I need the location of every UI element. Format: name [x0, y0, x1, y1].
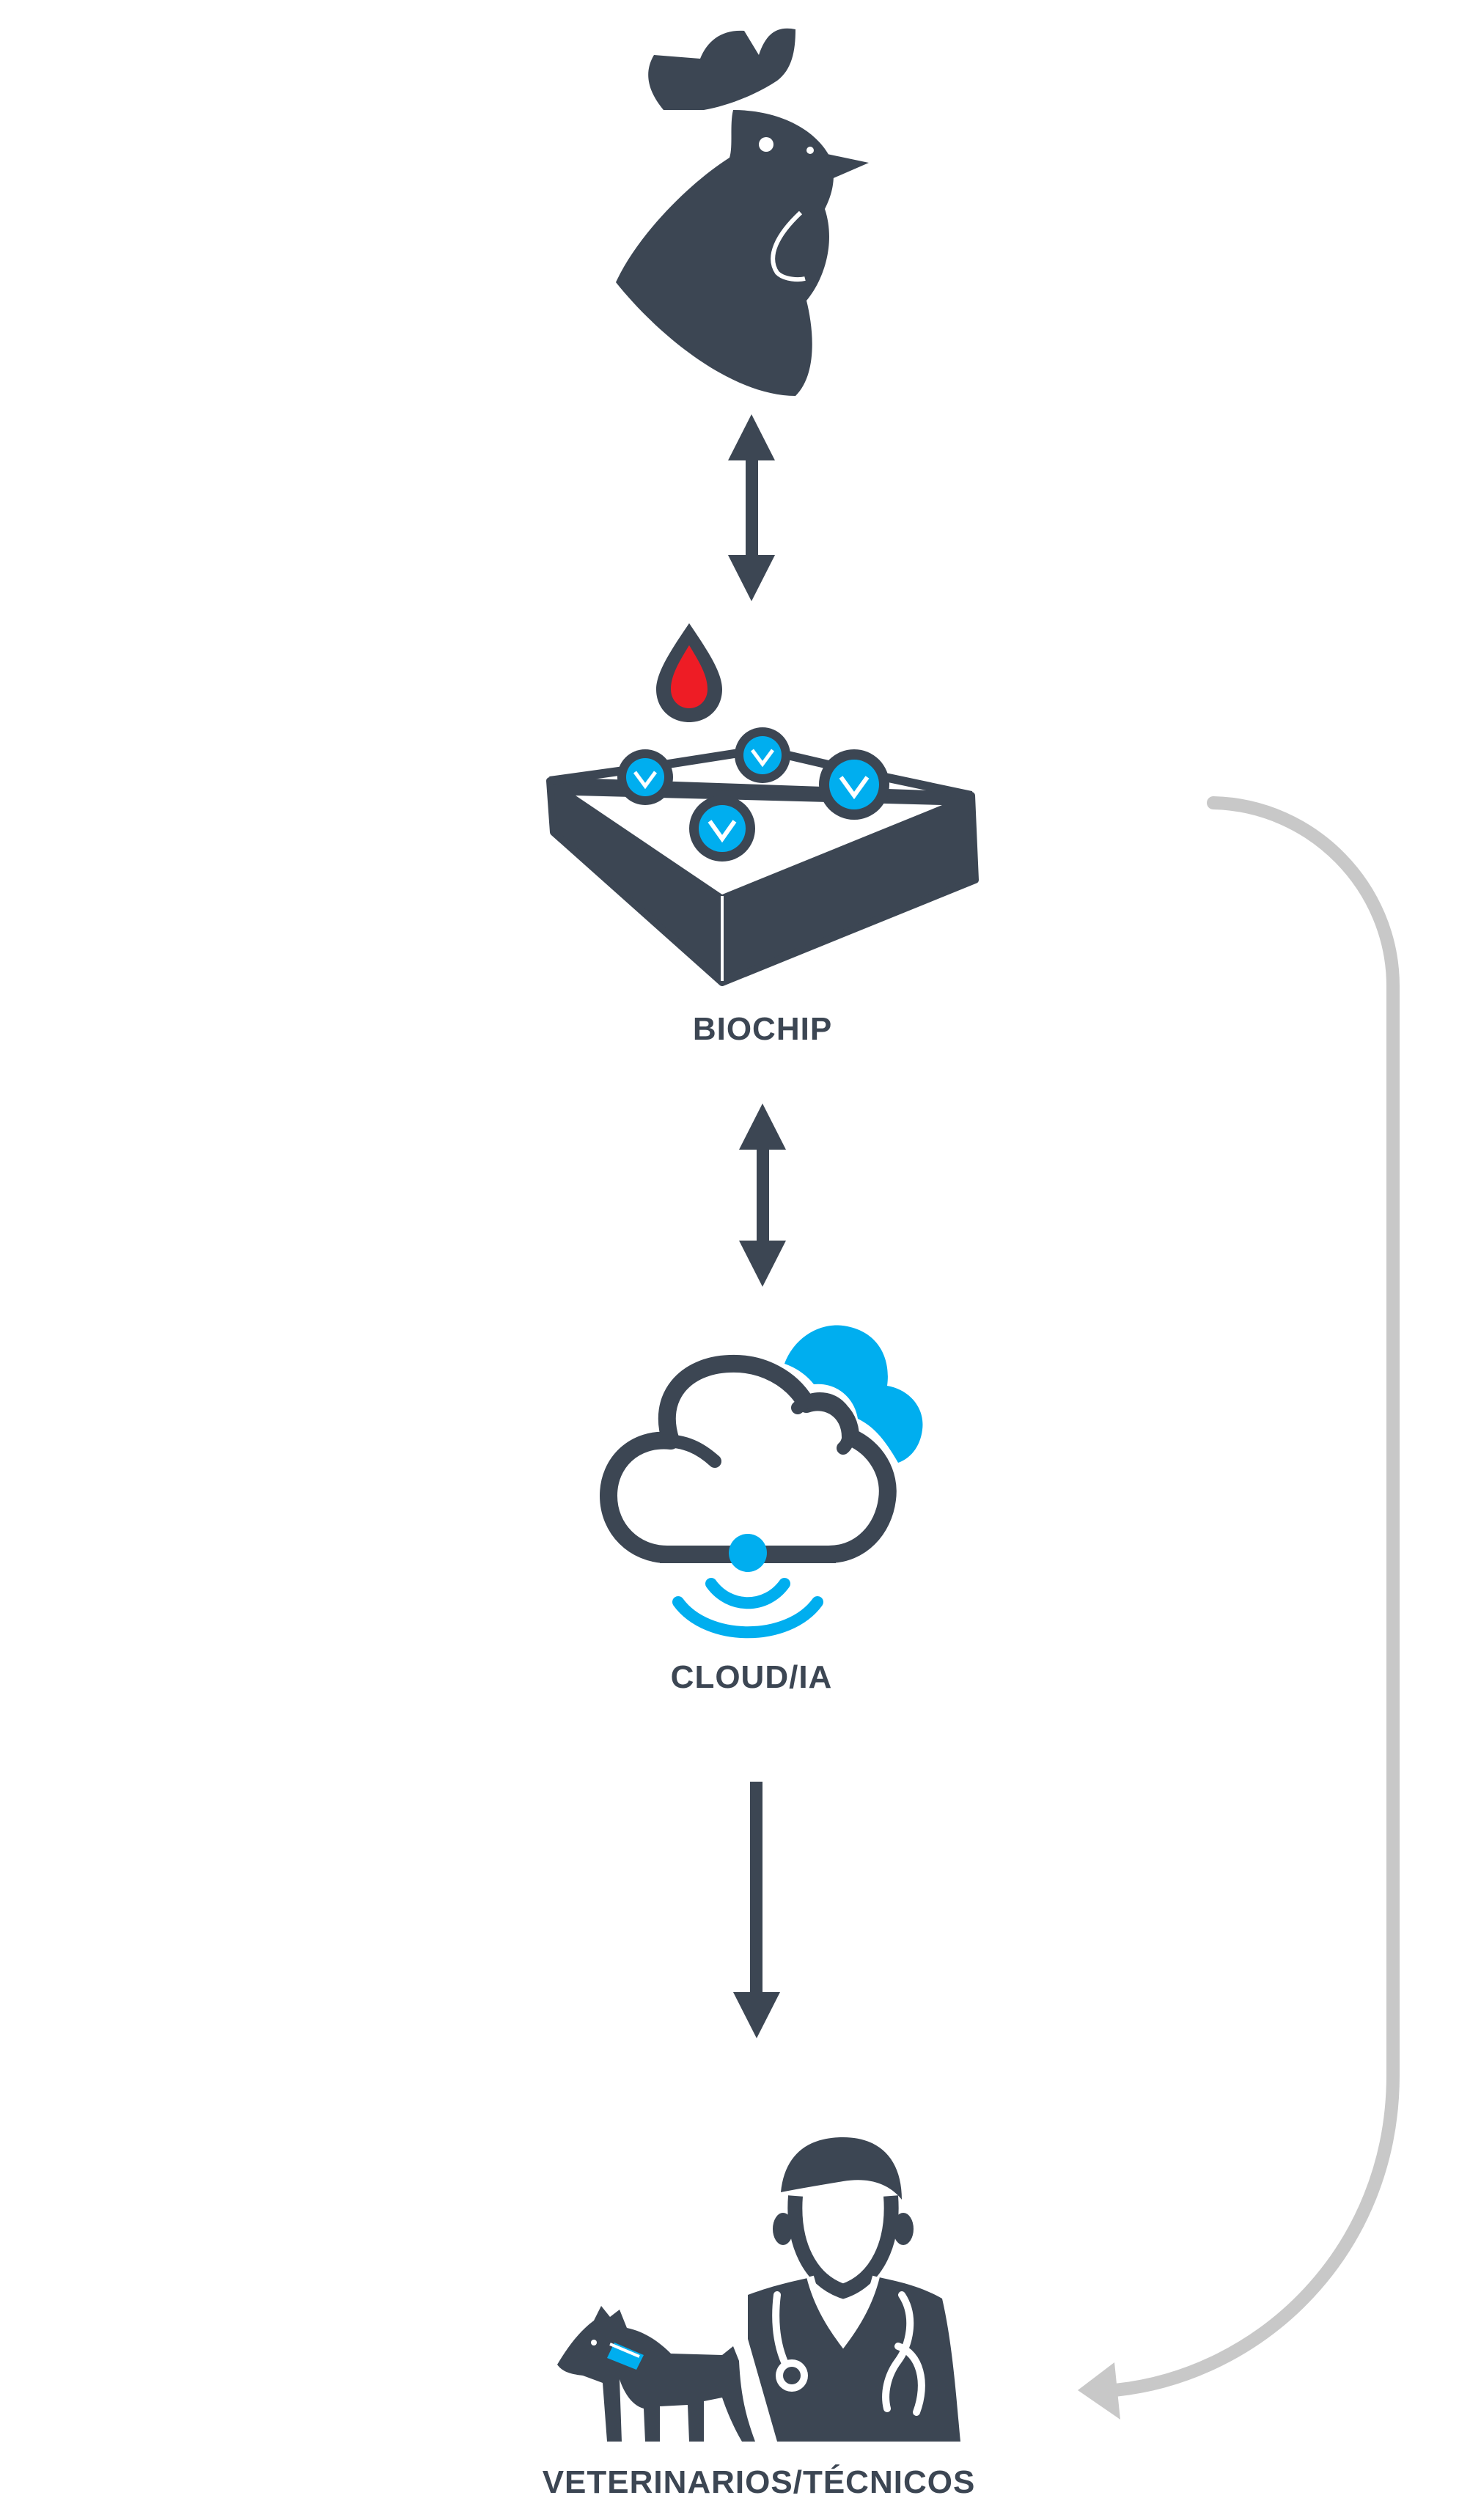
- sensor-node: [819, 749, 889, 820]
- cloud-ai-icon: [600, 1325, 923, 1639]
- arrow-biochip-cloud: [739, 1103, 786, 1287]
- feedback-arrow: [1078, 796, 1400, 2420]
- arrow-rooster-biochip: [728, 414, 775, 601]
- blood-drop-icon: [656, 623, 722, 722]
- cloud-label: CLOUD/IA: [671, 1659, 833, 1695]
- biochip-icon: [546, 623, 979, 986]
- arrow-cloud-vets: [733, 1782, 780, 2038]
- rooster-icon: [616, 28, 869, 396]
- sensor-node: [735, 727, 790, 783]
- vets-label: VETERINARIOS/TÉCNICOS: [543, 2464, 976, 2500]
- sensor-node: [689, 796, 755, 862]
- biochip-label: BIOCHIP: [693, 1011, 832, 1047]
- sensor-node: [617, 749, 673, 805]
- veterinarian-dog-icon: [557, 2137, 960, 2442]
- rooster-neck-line: [771, 210, 806, 282]
